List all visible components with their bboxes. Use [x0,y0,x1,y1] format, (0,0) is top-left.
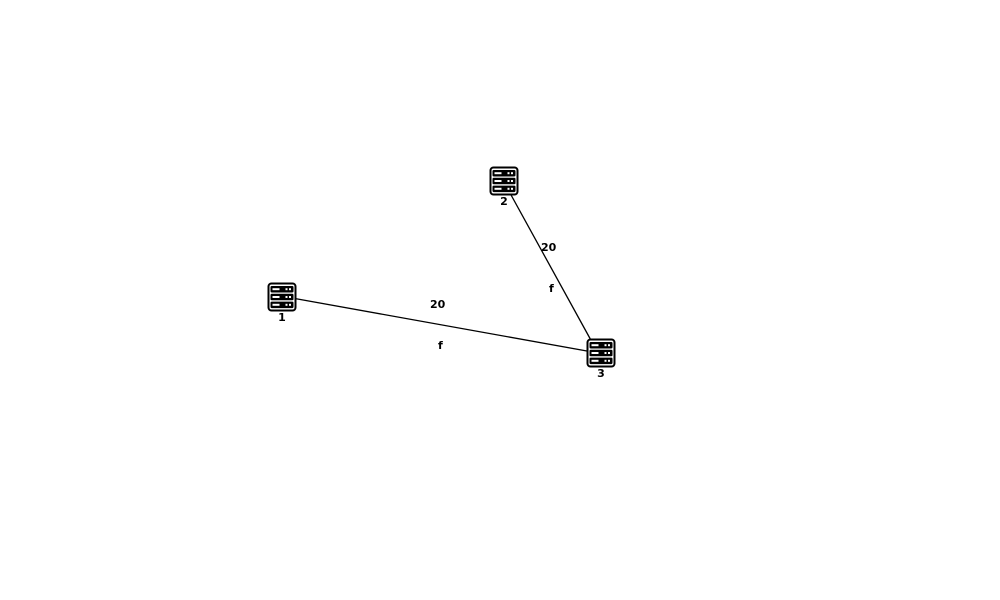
node-3-label: 3 [597,367,605,380]
link-1-3-bandwidth-label: 20 [430,298,446,311]
link-labels-layer: 20 f 20 f [430,241,557,352]
link-2-3-line[interactable] [504,183,599,354]
links-layer [291,183,599,354]
link-1-3-line[interactable] [291,297,599,354]
node-1[interactable]: 1 [267,282,297,325]
node-3[interactable]: 3 [586,338,616,381]
link-2-3-bandwidth-label: 20 [541,241,557,254]
node-2-label: 2 [500,195,508,208]
node-2[interactable]: 2 [489,166,519,209]
server-icon [586,338,616,368]
server-icon [489,166,519,196]
link-1-3-unit-label: f [438,339,443,352]
node-1-label: 1 [278,311,286,324]
server-icon [267,282,297,312]
link-2-3-unit-label: f [549,282,554,295]
